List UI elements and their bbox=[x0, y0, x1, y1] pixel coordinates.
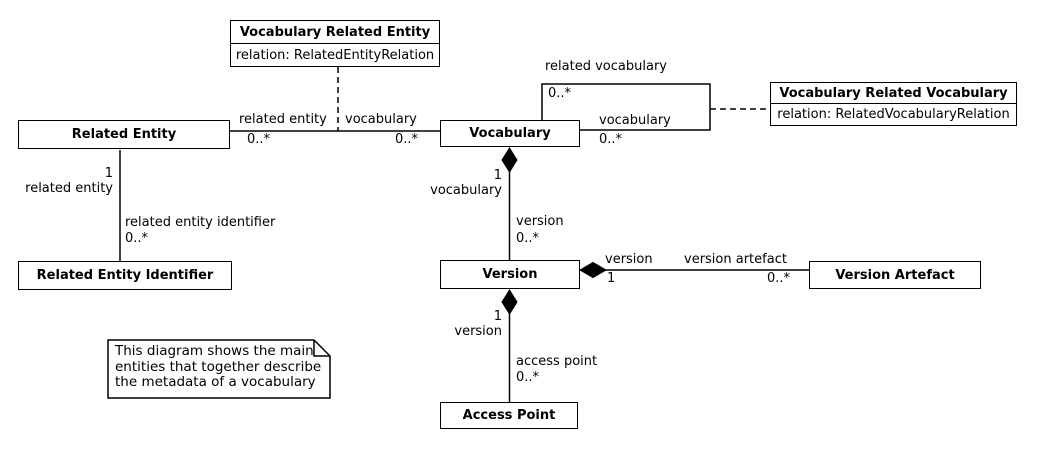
note-text: This diagram shows the main entities tha… bbox=[115, 343, 325, 391]
class-title: Related Entity Identifier bbox=[36, 268, 214, 283]
note-line: entities that together describe bbox=[115, 358, 322, 375]
class-attribute: relation: RelatedEntityRelation bbox=[231, 43, 439, 66]
note-line: This diagram shows the main bbox=[115, 343, 314, 359]
multiplicity-label: 0..* bbox=[516, 370, 540, 385]
class-title: Access Point bbox=[462, 408, 556, 423]
class-access-point: Access Point bbox=[440, 402, 578, 429]
multiplicity-label: 1 bbox=[104, 166, 113, 181]
role-label: vocabulary bbox=[430, 183, 502, 198]
note-line: the metadata of a vocabulary bbox=[115, 374, 316, 390]
role-label: access point bbox=[516, 354, 598, 369]
role-label: version bbox=[516, 214, 564, 229]
multiplicity-label: 1 bbox=[493, 309, 502, 324]
role-label: version bbox=[605, 252, 653, 267]
multiplicity-label: 0..* bbox=[516, 231, 540, 246]
role-label: related entity bbox=[25, 181, 113, 196]
multiplicity-label: 0..* bbox=[247, 132, 271, 147]
class-title: Vocabulary Related Vocabulary bbox=[779, 85, 1008, 101]
role-label: related entity identifier bbox=[125, 215, 276, 230]
role-label: vocabulary bbox=[599, 113, 671, 128]
class-title: Version bbox=[482, 267, 538, 282]
class-title: Related Entity bbox=[71, 127, 177, 142]
class-attribute: relation: RelatedVocabularyRelation bbox=[771, 103, 1016, 125]
role-label: related vocabulary bbox=[545, 59, 667, 74]
role-label: version bbox=[454, 324, 502, 339]
class-vocabulary-related-vocabulary: Vocabulary Related Vocabulary relation: … bbox=[770, 82, 1017, 126]
class-vocabulary-related-entity: Vocabulary Related Entity relation: Rela… bbox=[230, 20, 440, 67]
class-version-artefact: Version Artefact bbox=[809, 261, 981, 289]
class-vocabulary: Vocabulary bbox=[440, 120, 580, 147]
class-title: Vocabulary bbox=[469, 126, 551, 141]
role-label: version artefact bbox=[684, 252, 787, 267]
composition-diamond-icon bbox=[501, 289, 518, 315]
role-label: related entity bbox=[239, 112, 327, 127]
role-label: vocabulary bbox=[345, 112, 417, 127]
note-icon bbox=[107, 339, 331, 399]
multiplicity-label: 0..* bbox=[599, 132, 623, 147]
class-title: Vocabulary Related Entity bbox=[239, 24, 431, 40]
association-vocabulary-self-loop bbox=[541, 83, 711, 131]
composition-diamond-icon bbox=[501, 147, 518, 173]
multiplicity-label: 0..* bbox=[125, 231, 149, 246]
multiplicity-label: 0..* bbox=[395, 132, 419, 147]
multiplicity-label: 1 bbox=[493, 168, 502, 183]
multiplicity-label: 0..* bbox=[766, 271, 790, 286]
composition-diamond-icon bbox=[578, 261, 608, 279]
multiplicity-label: 1 bbox=[607, 271, 616, 286]
class-related-entity-identifier: Related Entity Identifier bbox=[18, 261, 232, 290]
multiplicity-label: 0..* bbox=[548, 86, 572, 101]
class-title: Version Artefact bbox=[835, 267, 955, 283]
class-version: Version bbox=[440, 260, 580, 289]
class-related-entity: Related Entity bbox=[18, 120, 230, 149]
